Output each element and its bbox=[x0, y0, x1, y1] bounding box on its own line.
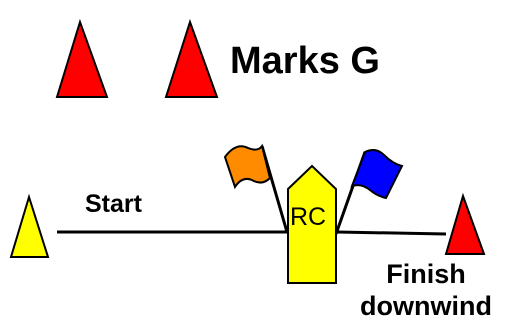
finish-line bbox=[336, 230, 447, 236]
finish-label-line1: Finish bbox=[386, 259, 466, 289]
finish-label: Finish downwind bbox=[360, 258, 492, 322]
yellow-pin-mark bbox=[9, 193, 50, 258]
blue-flag bbox=[350, 149, 404, 200]
red-finish-mark bbox=[444, 192, 486, 255]
red-mark-right bbox=[164, 18, 219, 98]
start-label: Start bbox=[85, 190, 142, 218]
committee-boat bbox=[287, 164, 337, 284]
title: Marks G bbox=[230, 40, 380, 82]
red-mark-left bbox=[55, 18, 109, 98]
orange-flag bbox=[223, 143, 272, 190]
finish-label-line2: downwind bbox=[360, 291, 492, 322]
committee-boat-label: RC bbox=[290, 203, 327, 231]
